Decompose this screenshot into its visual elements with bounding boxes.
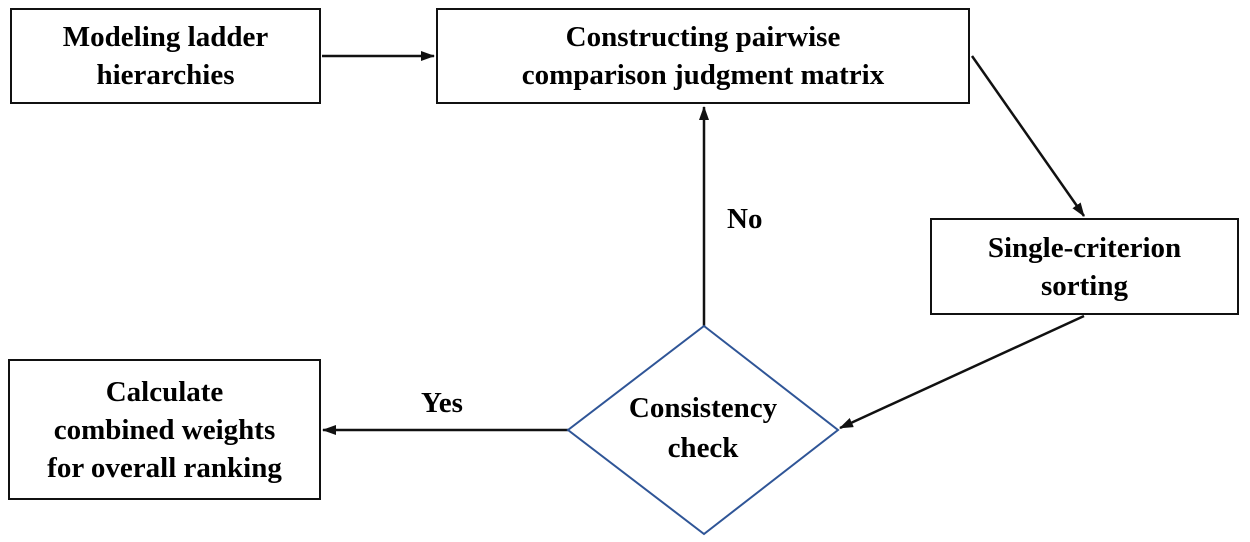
node-text-line: for overall ranking: [47, 451, 282, 484]
edge-label-yes: Yes: [421, 387, 463, 419]
constructing-pairwise-matrix-node: Constructing pairwise comparison judgmen…: [436, 8, 970, 104]
node-text-line: Consistency: [628, 392, 778, 424]
node-text-line: Modeling ladder: [62, 21, 269, 53]
edge-label-no: No: [727, 203, 763, 235]
node-text-line: sorting: [1040, 269, 1128, 302]
modeling-ladder-hierarchies-node: Modeling ladder hierarchies: [10, 8, 321, 104]
node-text-line: hierarchies: [96, 59, 235, 91]
consistency-diamond: [566, 324, 840, 536]
calculate-combined-weights-node: Calculate combined weights for overall r…: [8, 359, 321, 500]
single-criterion-sorting-node: Single-criterion sorting: [930, 218, 1239, 315]
node-text-line: Constructing pairwise: [565, 21, 841, 53]
consistency-check-label: Consistency check: [568, 388, 838, 468]
node-text-line: Single-criterion: [987, 231, 1182, 264]
node-text-line: check: [667, 432, 739, 464]
node-text-line: comparison judgment matrix: [521, 59, 885, 91]
node-text-line: Calculate: [105, 375, 224, 408]
node-text-line: combined weights: [53, 413, 276, 446]
arrow-pairwise-to-single: [970, 55, 1086, 217]
arrow-single-to-consistency: [839, 314, 1085, 430]
